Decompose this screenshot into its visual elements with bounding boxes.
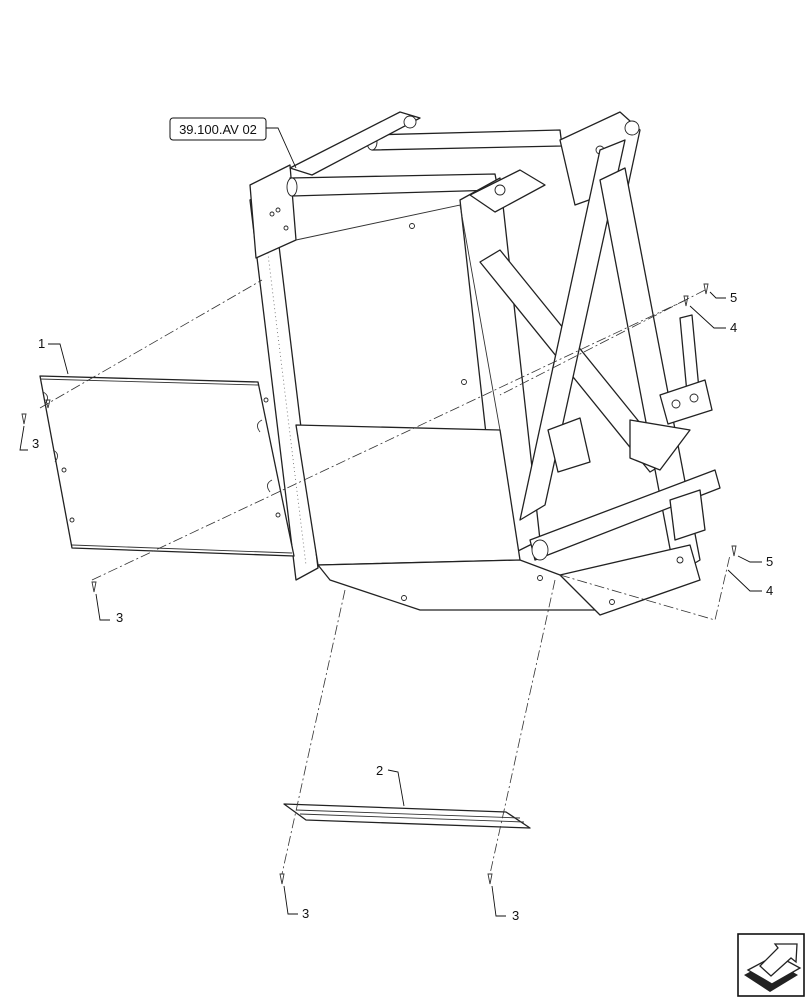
callouts: 1 3 3 2 3 3 5 4 5 4 xyxy=(19,290,773,923)
reference-label-text[interactable]: 39.100.AV 02 xyxy=(179,122,257,137)
next-page-arrow-icon xyxy=(744,943,802,992)
assembly-lines xyxy=(39,279,731,875)
callout-3-bottom-left: 3 xyxy=(302,906,309,921)
callout-1: 1 xyxy=(38,336,45,351)
part-1-side-panel xyxy=(39,375,295,557)
callout-4-upper: 4 xyxy=(730,320,737,335)
callout-5-lower: 5 xyxy=(766,554,773,569)
callout-5-upper: 5 xyxy=(730,290,737,305)
reference-label[interactable]: 39.100.AV 02 xyxy=(169,117,297,169)
callout-3-left-lower: 3 xyxy=(116,610,123,625)
part-2-bottom-strip xyxy=(283,803,531,829)
frame-assembly xyxy=(249,111,721,616)
next-page-button[interactable] xyxy=(737,933,805,997)
callout-4-lower: 4 xyxy=(766,583,773,598)
callout-3-bottom-right: 3 xyxy=(512,908,519,923)
callout-3-left-upper: 3 xyxy=(32,436,39,451)
callout-2: 2 xyxy=(376,763,383,778)
